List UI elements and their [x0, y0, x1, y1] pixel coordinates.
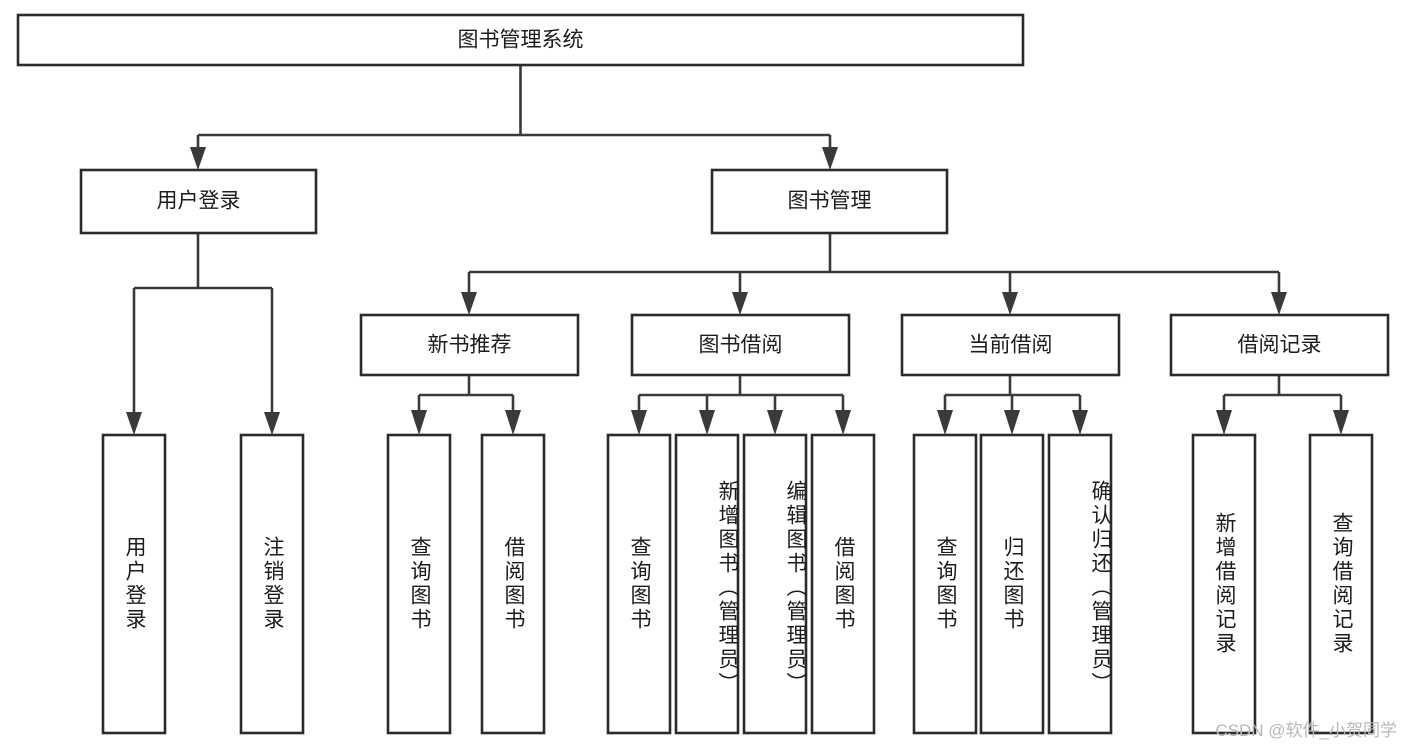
node-current-borrow-box[interactable] — [900, 313, 1121, 377]
arrow-new-book — [461, 292, 477, 315]
node-new-book-label: 新书推荐 — [428, 334, 512, 357]
leaf-box-nb-borrow[interactable] — [480, 433, 546, 735]
node-root-label: 图书管理系统 — [458, 29, 584, 52]
arrow-br-leaf-1 — [1216, 410, 1232, 435]
arrow-nb-leaf-1 — [411, 410, 427, 435]
arrow-user-login — [190, 147, 206, 170]
arrow-borrow-records — [1271, 292, 1287, 315]
arrow-book-borrow — [732, 292, 748, 315]
arrow-nb-leaf-2 — [505, 410, 521, 435]
node-root-box[interactable] — [16, 13, 1025, 67]
nodes-layer: 图书管理系统 用户登录 图书管理 新书推荐 图书借阅 当前借阅 借阅记录 — [16, 13, 1390, 735]
node-book-manage-box[interactable] — [710, 168, 949, 235]
leaf-box-cb-confirm[interactable] — [1047, 433, 1113, 735]
node-borrow-records-box[interactable] — [1169, 313, 1390, 377]
arrow-leaf-user-login — [126, 412, 142, 435]
node-new-book-box[interactable] — [359, 313, 580, 377]
node-book-manage-label: 图书管理 — [788, 190, 872, 213]
arrow-bb-leaf-3 — [767, 410, 783, 435]
csdn-watermark: CSDN @软件_小贺同学 — [1215, 721, 1397, 740]
leaf-box-br-add[interactable] — [1191, 433, 1257, 735]
node-book-borrow-label: 图书借阅 — [699, 334, 783, 357]
arrow-current-borrow — [1002, 292, 1018, 315]
leaf-box-bb-edit[interactable] — [742, 433, 808, 735]
leaf-box-user-login[interactable] — [101, 433, 167, 735]
leaf-box-cb-query[interactable] — [912, 433, 978, 735]
node-user-login-label: 用户登录 — [157, 190, 241, 213]
arrow-br-leaf-2 — [1333, 410, 1349, 435]
arrow-book-manage — [822, 147, 838, 170]
leaf-box-bb-borrow[interactable] — [810, 433, 876, 735]
leaf-box-br-query[interactable] — [1308, 433, 1374, 735]
leaf-box-bb-add[interactable] — [674, 433, 740, 735]
leaf-box-bb-query[interactable] — [606, 433, 672, 735]
arrow-cb-leaf-3 — [1072, 410, 1088, 435]
arrow-cb-leaf-1 — [937, 410, 953, 435]
leaf-box-nb-query[interactable] — [386, 433, 452, 735]
node-user-login-box[interactable] — [79, 168, 318, 235]
leaf-box-logout[interactable] — [239, 433, 305, 735]
arrowheads-layer — [126, 147, 1349, 435]
node-borrow-records-label: 借阅记录 — [1238, 334, 1322, 357]
leaf-box-cb-return[interactable] — [979, 433, 1045, 735]
arrow-cb-leaf-2 — [1004, 410, 1020, 435]
arrow-bb-leaf-1 — [631, 410, 647, 435]
node-book-borrow-box[interactable] — [630, 313, 851, 377]
arrow-bb-leaf-4 — [835, 410, 851, 435]
node-current-borrow-label: 当前借阅 — [969, 334, 1053, 357]
arrow-leaf-logout — [264, 412, 280, 435]
arrow-bb-leaf-2 — [699, 410, 715, 435]
